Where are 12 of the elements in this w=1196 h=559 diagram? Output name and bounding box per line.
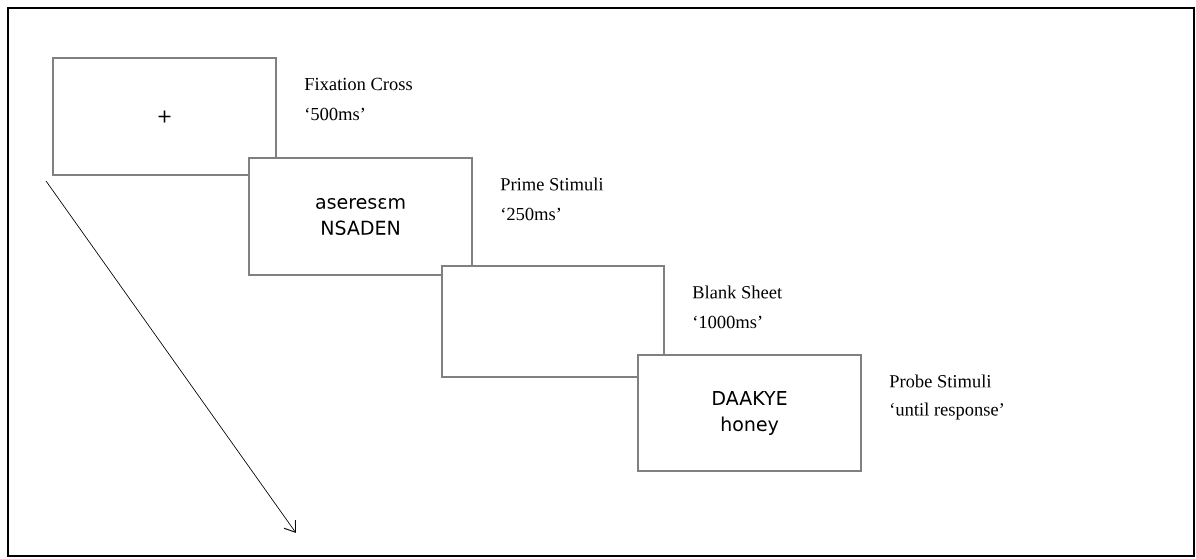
caption-text: ‘500ms’ xyxy=(306,107,365,121)
caption-text: ‘250ms’ xyxy=(502,207,561,221)
caption-text: Probe Stimuli xyxy=(889,374,992,388)
caption-text: ‘1000ms’ xyxy=(694,315,762,329)
caption-text: Blank Sheet xyxy=(692,285,783,299)
screen-box: + xyxy=(52,57,277,176)
caption-text: ‘until response’ xyxy=(891,402,1003,420)
screen-box: DAAKYE honey xyxy=(637,354,862,472)
screen-box: aseresɛm NSADEN xyxy=(248,157,473,276)
screen-box xyxy=(441,265,665,378)
caption-text: Prime Stimuli xyxy=(500,177,604,191)
caption-text: Fixation Cross xyxy=(304,77,412,91)
